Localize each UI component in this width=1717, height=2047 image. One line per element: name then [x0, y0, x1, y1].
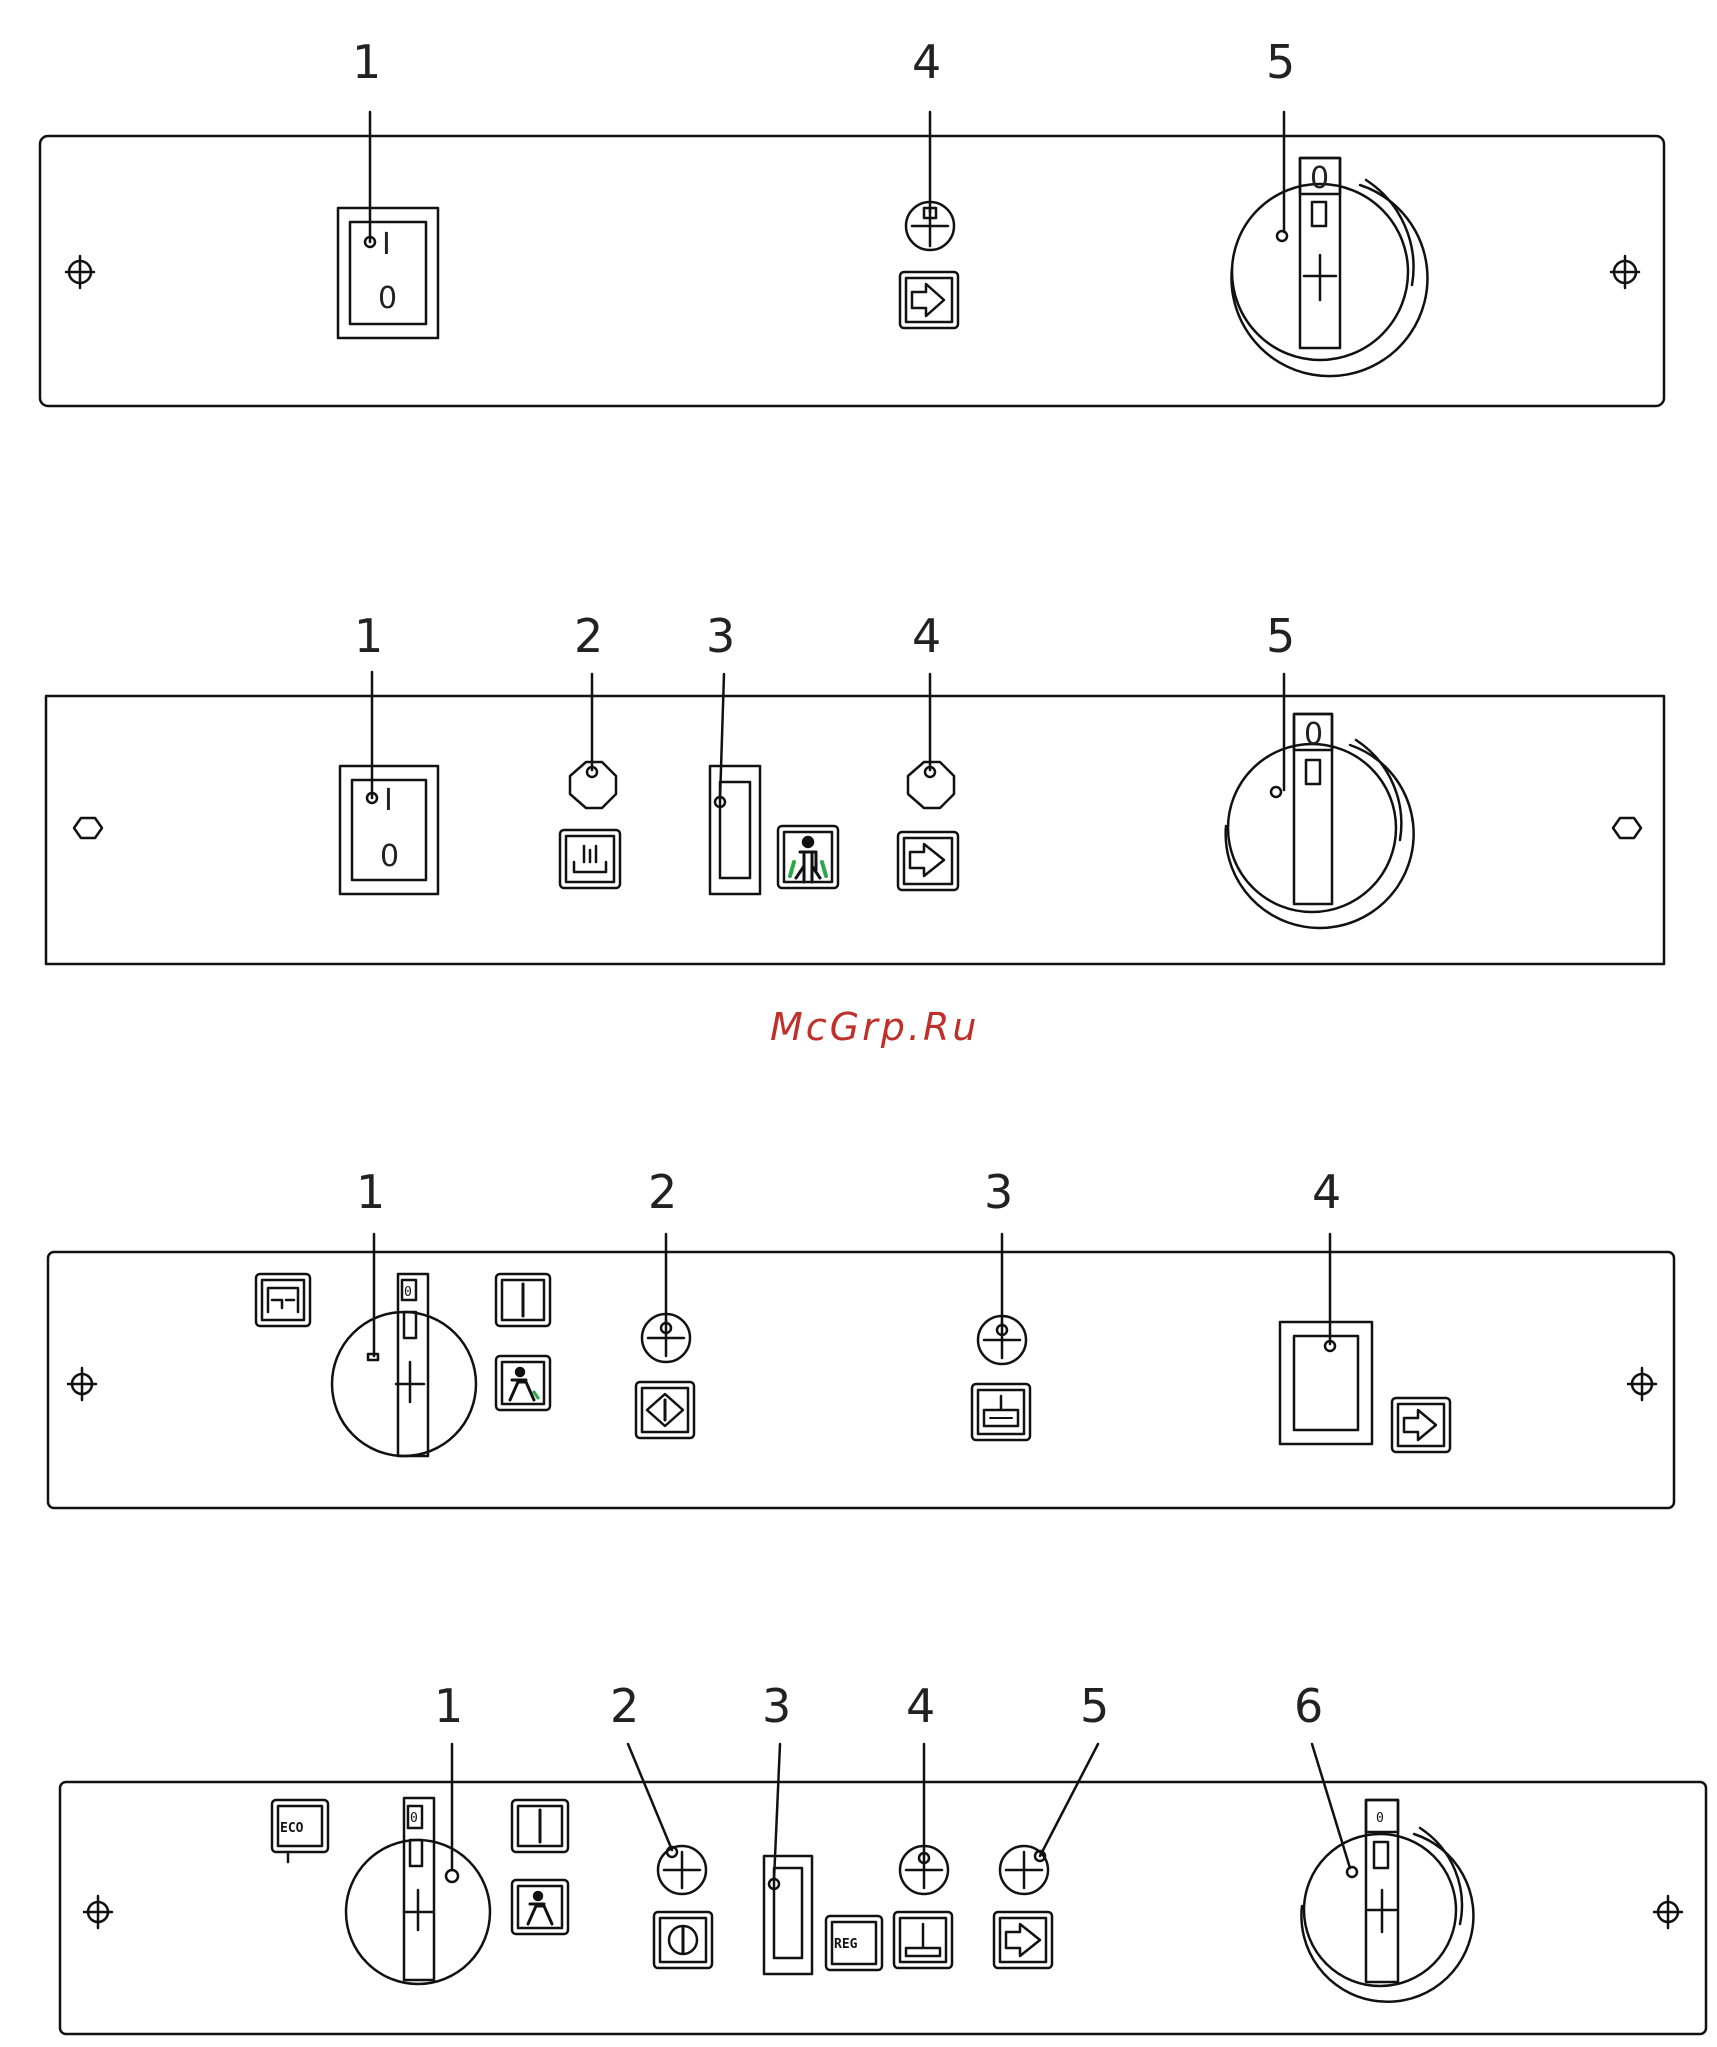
- callout-number: 1: [356, 1165, 385, 1219]
- reg-button[interactable]: REG: [826, 1916, 882, 1970]
- switch-on-label: I: [382, 227, 391, 262]
- crosshair-icon: [900, 1846, 948, 1894]
- screw-icon: [68, 1368, 96, 1400]
- crosshair-icon: [978, 1316, 1026, 1364]
- person-icon: [496, 1356, 550, 1410]
- panel-2: 1 I 0 2 3: [46, 609, 1664, 964]
- panel-4: ECO 1 0 2: [60, 1679, 1706, 2034]
- callout-number: 4: [906, 1679, 935, 1733]
- person-icon: [778, 826, 838, 888]
- callout-number: 3: [984, 1165, 1013, 1219]
- door-switch[interactable]: [1280, 1322, 1372, 1444]
- callout-number: 1: [352, 35, 381, 89]
- eco-button[interactable]: ECO: [272, 1800, 328, 1862]
- dial-zero-label: 0: [410, 1811, 418, 1826]
- panel-1-frame: [40, 136, 1664, 406]
- arrow-right-icon: [1392, 1398, 1450, 1452]
- callout-number: 5: [1266, 35, 1295, 89]
- door-switch[interactable]: [764, 1856, 812, 1974]
- callout-number: 2: [648, 1165, 677, 1219]
- callout-number: 1: [434, 1679, 463, 1733]
- rocker-switch[interactable]: I 0: [340, 766, 438, 894]
- power-icon: [636, 1382, 694, 1438]
- power-icon: [496, 1274, 550, 1326]
- callout-number: 4: [1312, 1165, 1341, 1219]
- crosshair-icon: [1000, 1846, 1048, 1894]
- steam-tray-icon: [972, 1384, 1030, 1440]
- screw-icon: [1611, 256, 1639, 288]
- arrow-right-icon: [898, 832, 958, 890]
- rack-icon: [256, 1274, 310, 1326]
- callout-number: 4: [912, 35, 941, 89]
- callout-number: 1: [354, 609, 383, 663]
- steam-tray-icon: [894, 1912, 952, 1968]
- callout-number: 4: [912, 609, 941, 663]
- dial-zero-label: 0: [1304, 717, 1323, 752]
- screw-icon: [66, 256, 94, 288]
- eco-label: ECO: [280, 1821, 304, 1836]
- screw-icon: [84, 1896, 112, 1928]
- dial-zero-label: 0: [404, 1285, 412, 1300]
- callout-number: 3: [762, 1679, 791, 1733]
- panel-3-frame: [48, 1252, 1674, 1508]
- rotary-dial[interactable]: 0: [332, 1274, 476, 1456]
- callout-number: 5: [1266, 609, 1295, 663]
- steam-tray-icon: [560, 830, 620, 888]
- screw-icon: [1613, 818, 1641, 838]
- callout-number: 2: [574, 609, 603, 663]
- dial-zero-label: 0: [1310, 161, 1329, 196]
- power-icon: [512, 1800, 568, 1852]
- arrow-right-icon: [900, 272, 958, 328]
- panel-3: 1 0 2: [48, 1165, 1674, 1508]
- crosshair-icon: [642, 1314, 690, 1362]
- callout-number: 2: [610, 1679, 639, 1733]
- screw-icon: [1628, 1368, 1656, 1400]
- reg-label: REG: [834, 1937, 858, 1952]
- screw-icon: [74, 818, 102, 838]
- power-icon: [654, 1912, 712, 1968]
- switch-on-label: I: [384, 783, 393, 818]
- crosshair-icon: [658, 1846, 706, 1894]
- screw-icon: [1654, 1896, 1682, 1928]
- watermark: McGrp.Ru: [770, 1005, 979, 1049]
- switch-off-label: 0: [378, 281, 397, 316]
- rotary-dial[interactable]: 0: [1301, 1800, 1473, 2002]
- switch-off-label: 0: [380, 839, 399, 874]
- rotary-dial[interactable]: 0: [1226, 714, 1414, 928]
- rotary-dial[interactable]: 0: [1231, 158, 1427, 376]
- panel-4-frame: [60, 1782, 1706, 2034]
- person-icon: [512, 1880, 568, 1934]
- callout-number: 6: [1294, 1679, 1323, 1733]
- dial-zero-label: 0: [1376, 1811, 1384, 1826]
- callout-number: 3: [706, 609, 735, 663]
- door-switch[interactable]: [710, 766, 760, 894]
- rotary-dial[interactable]: 0: [346, 1798, 490, 1984]
- callout-number: 5: [1080, 1679, 1109, 1733]
- indicator-lamp: [906, 202, 954, 250]
- arrow-right-icon: [994, 1912, 1052, 1968]
- rocker-switch[interactable]: I 0: [338, 208, 438, 338]
- panel-1: 1 I 0 4 5 0: [40, 35, 1664, 406]
- panel-2-frame: [46, 696, 1664, 964]
